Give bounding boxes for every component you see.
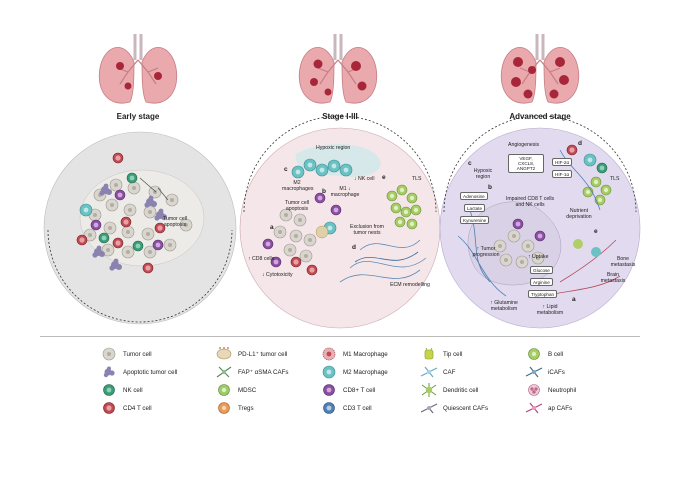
stage-circles xyxy=(43,115,641,329)
apoptotic-tumor-cell-icon xyxy=(103,366,115,378)
advanced-impaired-label: Impaired CD8 T cells and NK cells xyxy=(505,196,555,208)
middle-nk-label: ↓ NK cell xyxy=(354,176,375,182)
legend-nk-cell: NK cell xyxy=(100,383,143,397)
advanced-arginine-box: Arginine xyxy=(530,278,553,287)
middle-hypoxic-label: Hypoxic region xyxy=(316,145,351,151)
middle-m2-label: M2 macrophages xyxy=(282,180,314,192)
legend-neutrophil: Neutrophil xyxy=(525,383,576,397)
fap-asma-cafs-icon xyxy=(216,366,232,378)
advanced-stage-circle xyxy=(439,115,641,329)
pdl1-tumor-cell-icon xyxy=(216,347,232,360)
advanced-letter-c: c xyxy=(468,160,472,167)
advanced-nutrient-label: Nutrient deprivation xyxy=(566,208,592,220)
advanced-glutamine-label: ↑ Glutamine metabolism xyxy=(490,300,518,312)
advanced-angiogenesis-label: Angiogenesis xyxy=(508,142,540,148)
advanced-hypoxic-label: Hypoxic region xyxy=(473,168,493,180)
advanced-letter-e: e xyxy=(594,228,598,235)
caf-icon xyxy=(420,366,438,378)
quiescent-cafs-icon xyxy=(420,403,438,414)
middle-letter-e: e xyxy=(382,174,386,181)
middle-apoptosis-label: Tumor cell apoptosis xyxy=(284,200,310,212)
m1-macrophage-icon xyxy=(322,347,336,361)
dendritic-cell-icon xyxy=(421,383,437,397)
mdsc-icon xyxy=(218,384,230,396)
m2-macrophage-icon xyxy=(322,365,336,379)
nk-cell-icon xyxy=(103,384,115,396)
legend-cd3-t-cell: CD3 T cell xyxy=(320,401,372,415)
middle-lung xyxy=(297,32,379,105)
legend-cd4-t-cell: CD4 T cell xyxy=(100,401,152,415)
advanced-tumorprog-label: ↑ Tumor progression xyxy=(472,246,500,258)
advanced-letter-b: b xyxy=(488,184,492,191)
legend-quiescent-cafs: Quiescent CAFs xyxy=(420,401,488,415)
icafs-icon xyxy=(525,366,543,378)
legend-mdsc: MDSC xyxy=(215,383,256,397)
advanced-adenosine-box: Adenosine xyxy=(460,192,488,201)
middle-cd8-label: ↑ CD8 cells xyxy=(248,256,275,262)
middle-letter-c: c xyxy=(284,166,288,173)
tumor-cell-icon xyxy=(102,347,116,361)
lungs-illustrations xyxy=(97,32,581,105)
b-cell-icon xyxy=(528,348,540,360)
middle-letter-b: b xyxy=(322,188,326,195)
advanced-bone-label: Bone metastasis xyxy=(610,256,636,268)
advanced-hif2-box: HIF-2α xyxy=(552,158,573,167)
legend-tregs: Tregs xyxy=(215,401,254,415)
advanced-kynurenine-box: Kynurenine xyxy=(460,216,490,225)
legend-m1-macrophage: M1 Macrophage xyxy=(320,347,388,361)
middle-cytotoxicity-label: ↓ Cytotoxicity xyxy=(262,272,293,278)
advanced-lipid-label: ↑ Lipid metabolism xyxy=(536,304,564,316)
advanced-hif1-box: HIF-1α xyxy=(552,170,573,179)
advanced-letter-a: a xyxy=(572,296,576,303)
tregs-icon xyxy=(218,402,230,414)
legend-apoptotic-tumor-cell: Apoptotic tumor cell xyxy=(100,365,177,379)
early-apoptosis-label: Tumor cell apoptosis xyxy=(162,216,188,228)
middle-exclusion-label: Exclusion from tumor nests xyxy=(349,224,385,236)
legend-tip-cell: Tip cell xyxy=(420,347,462,361)
legend-m2-macrophage: M2 Macrophage xyxy=(320,365,388,379)
neutrophil-icon xyxy=(528,384,540,396)
legend-divider xyxy=(40,336,640,337)
legend-dendritic-cell: Dendritic cell xyxy=(420,383,478,397)
cd3-t-cell-icon xyxy=(323,402,335,414)
cd8-t-cell-icon xyxy=(323,384,335,396)
advanced-vegf-box: VEGF, CXCL8, ANGPT2 xyxy=(508,154,544,174)
middle-stage-title: Stage I-III xyxy=(322,112,358,121)
early-stage-title: Early stage xyxy=(116,112,160,121)
advanced-tls-label: TLS xyxy=(610,176,620,182)
legend: Tumor cell Apoptotic tumor cell NK cell … xyxy=(0,345,680,465)
legend-fap-asma-cafs: FAP⁺ αSMA CAFs xyxy=(215,365,289,379)
ap-cafs-icon xyxy=(525,402,543,414)
advanced-lung xyxy=(499,32,581,105)
early-lung xyxy=(97,32,179,105)
early-stage-circle xyxy=(43,131,237,325)
legend-cd8-t-cell: CD8+ T cell xyxy=(320,383,375,397)
advanced-tryptophan-box: Tryptophan xyxy=(528,290,558,299)
advanced-letter-d: d xyxy=(578,140,582,147)
middle-m1-label: M1 ↓ macrophage xyxy=(330,186,360,198)
middle-ecm-label: ECM remodelling xyxy=(390,282,430,288)
legend-icafs: iCAFs xyxy=(525,365,565,379)
cd4-t-cell-icon xyxy=(103,402,115,414)
legend-ap-cafs: ap CAFs xyxy=(525,401,572,415)
advanced-uptake-label: ↑ Uptake xyxy=(528,254,549,260)
legend-b-cell: B cell xyxy=(525,347,563,361)
middle-tls-label: TLS xyxy=(412,176,422,182)
advanced-lactate-box: Lactate xyxy=(464,204,486,213)
middle-letter-a: a xyxy=(270,224,274,231)
legend-pdl1-tumor-cell: PD-L1⁺ tumor cell xyxy=(215,347,287,361)
middle-stage-circle xyxy=(239,115,441,329)
advanced-stage-title: Advanced stage xyxy=(509,112,571,121)
tip-cell-icon xyxy=(424,347,434,360)
advanced-glucose-box: Glucose xyxy=(530,266,553,275)
advanced-brain-label: Brain metastasis xyxy=(600,272,626,284)
legend-caf: CAF xyxy=(420,365,455,379)
legend-tumor-cell: Tumor cell xyxy=(100,347,152,361)
middle-letter-d: d xyxy=(352,244,356,251)
